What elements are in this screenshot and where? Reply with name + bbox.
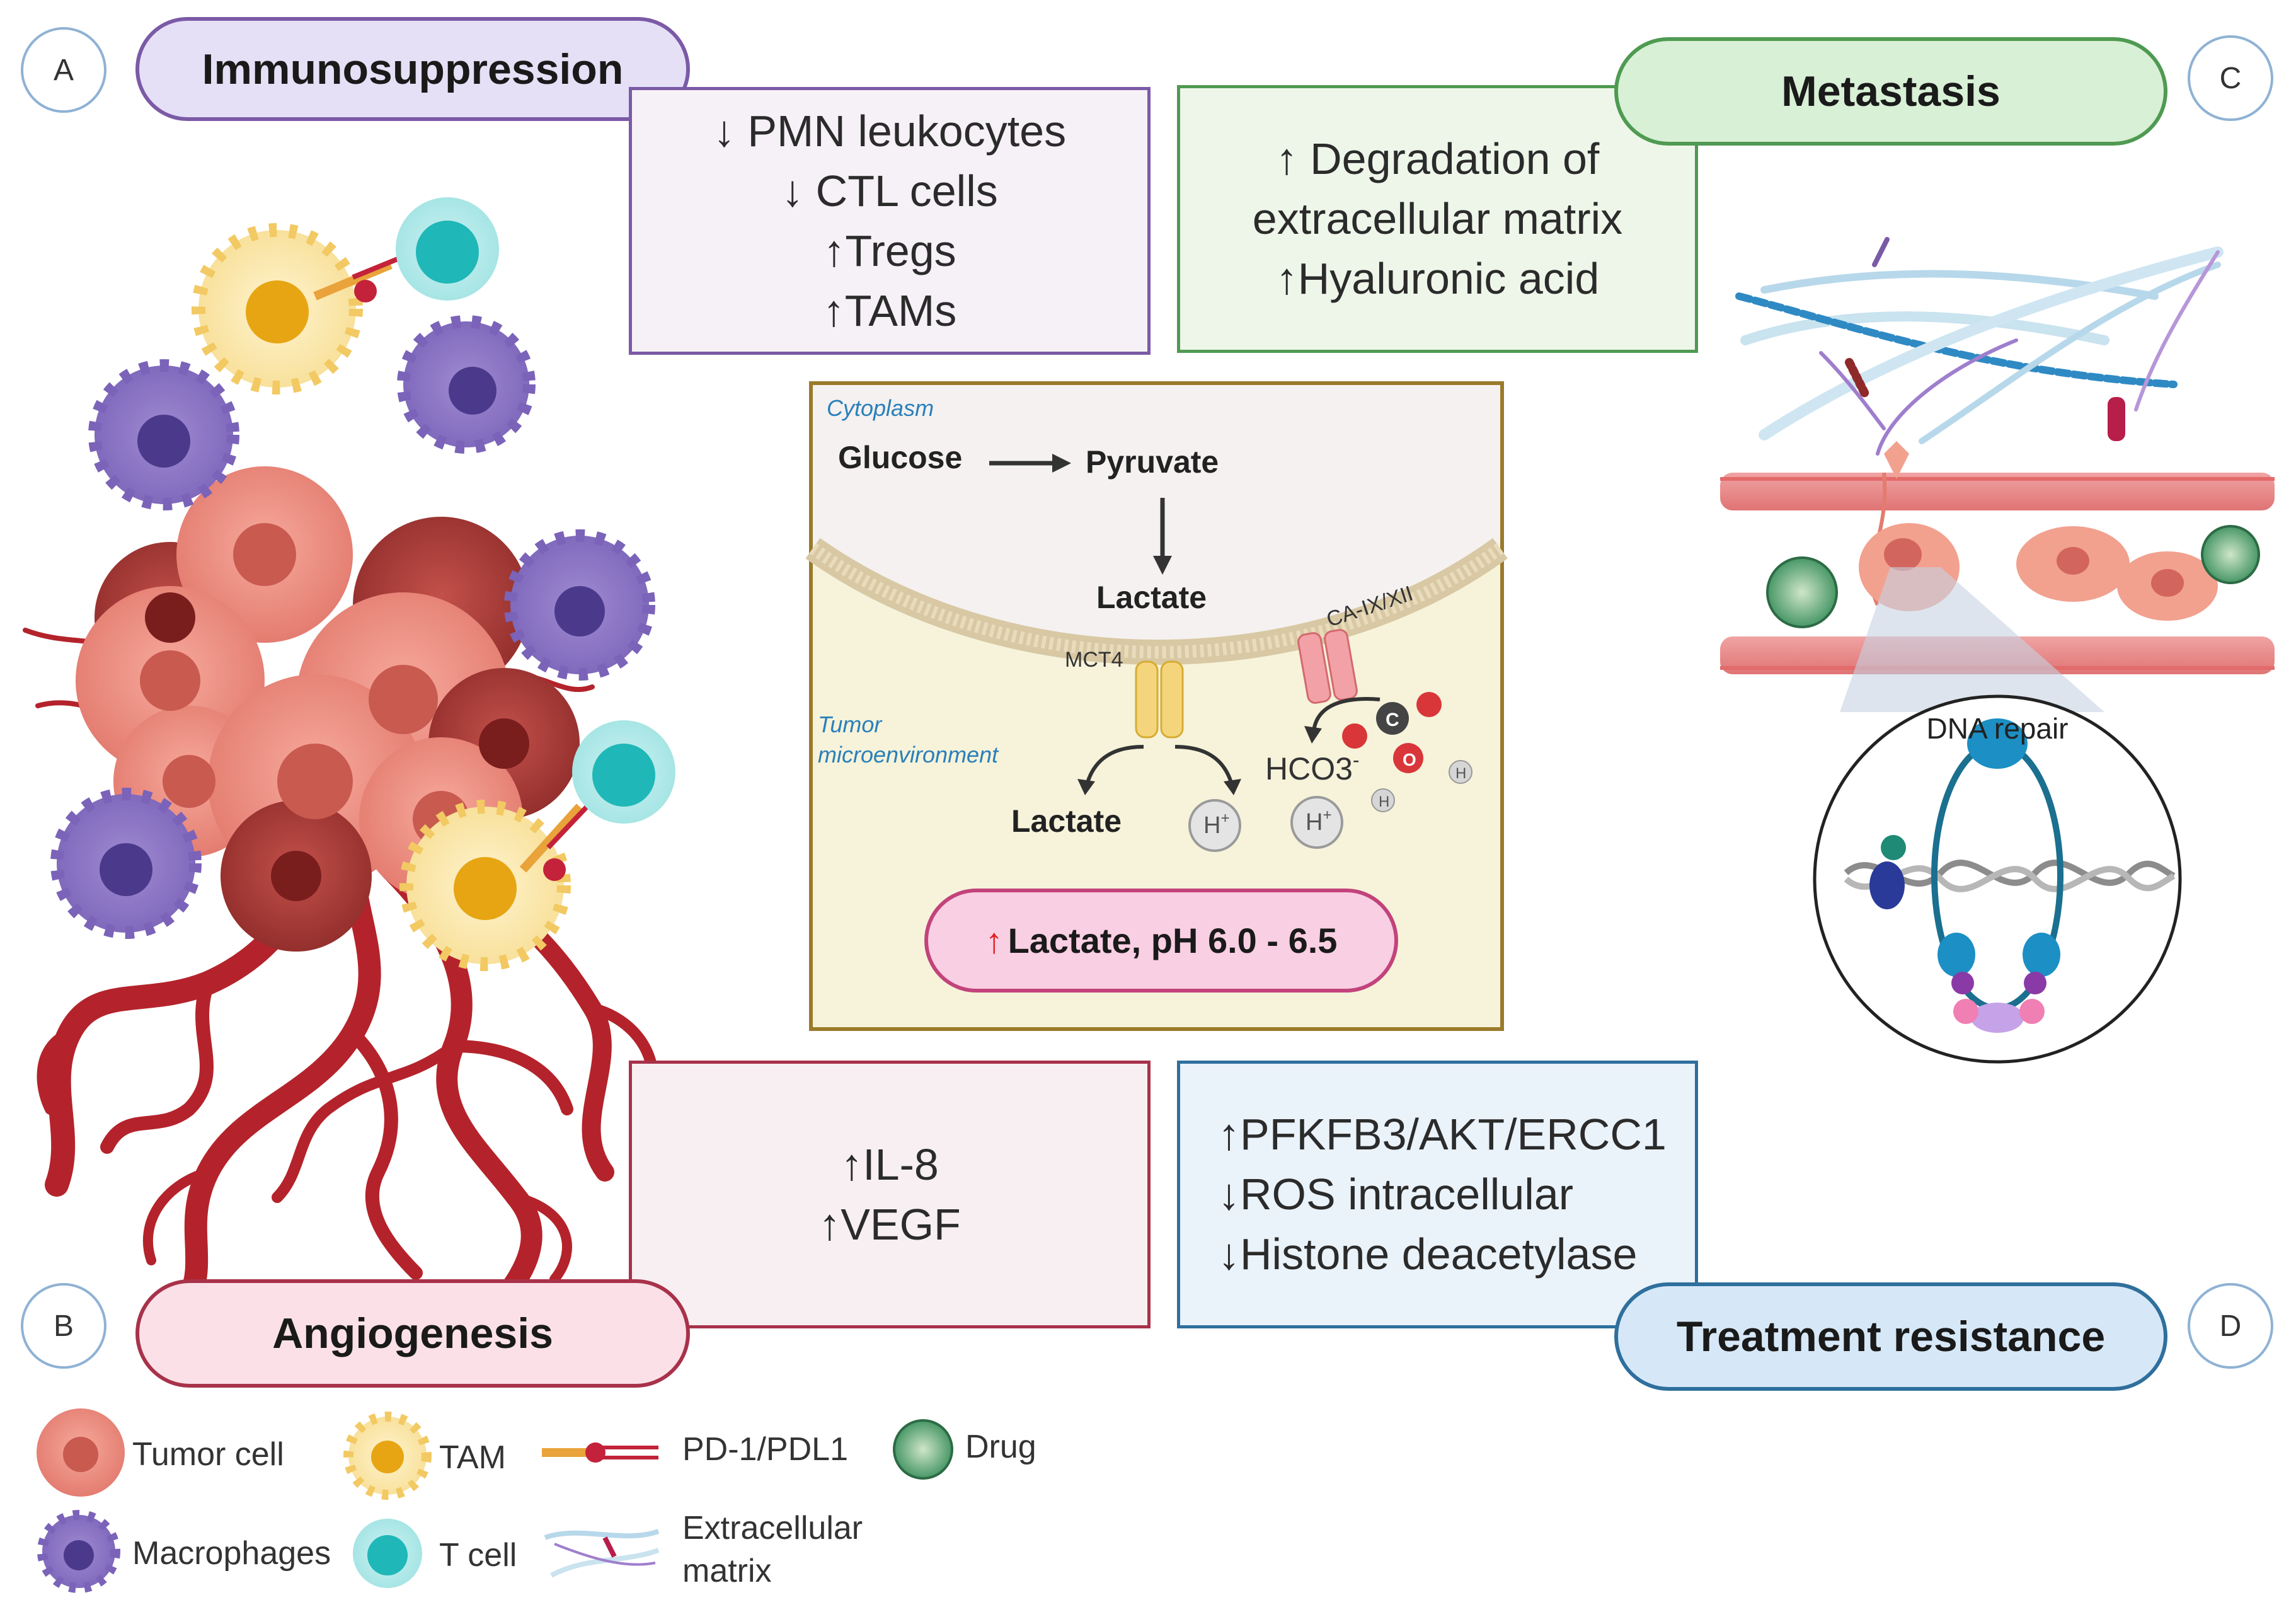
immunosuppression-box: ↓ PMN leukocytes ↓ CTL cells ↑Tregs ↑TAM… [629,87,1151,355]
metastasis-title: Metastasis [1614,37,2167,146]
macrophage-icon [397,315,536,454]
resist-item: ↓Histone deacetylase [1218,1229,1638,1279]
legend-tumor-cell-icon [37,1408,125,1497]
legend-macrophages-label: Macrophages [132,1535,331,1572]
macrophage-icon [504,529,655,681]
angiogenesis-box: ↑IL-8 ↑VEGF [629,1061,1151,1328]
zoom-cone [1840,567,2104,712]
hco3-label: HCO3- [1265,749,1360,786]
water-molecule-icon [1371,743,1472,812]
metastasis-item: ↑Hyaluronic acid [1275,254,1600,303]
t-cell-icon [572,720,675,824]
h-plus-text: H [1306,809,1323,836]
legend-tumor-cell-label: Tumor cell [132,1436,284,1473]
immuno-item: ↓ PMN leukocytes [713,106,1067,156]
mct4-transporter-icon [1135,660,1184,739]
metastasis-item: ↑ Degradation of [1275,134,1600,183]
legend-tam-label: TAM [439,1439,506,1476]
tam-icon [192,223,363,394]
extracellular-matrix [1735,237,2224,456]
lactate-ph-text: Lactate, pH 6.0 - 6.5 [1007,921,1338,960]
angio-item: ↑IL-8 [841,1139,939,1189]
carbon-atom-label: C [1386,710,1399,730]
drug-icon [1766,556,1838,628]
mct4-arrow-heads [1077,779,1241,795]
glucose-to-pyruvate-arrow [989,454,1071,473]
pyruvate-to-lactate-arrow [1153,498,1172,575]
metastasis-item: extracellular matrix [1252,194,1623,243]
h-plus-ion-icon [1290,796,1343,849]
immuno-item: ↑TAMs [822,285,957,335]
panel-c-letter: C [2188,35,2273,121]
h-plus-label: H+ [1203,810,1229,839]
macrophage-icon [50,788,202,939]
legend-t-cell-label: T cell [439,1537,517,1574]
t-cell-icon [396,197,499,301]
h-plus-label: H+ [1306,807,1331,836]
hco3-superscript: - [1353,749,1360,771]
legend-pd1-label: PD-1/PDL1 [682,1431,848,1468]
dna-repair-label: DNA repair [1927,712,2069,745]
tam-icon [399,800,571,971]
resist-item: ↓ROS intracellular [1218,1170,1574,1219]
legend-macrophage-icon [37,1510,120,1593]
lactate-inside-label: Lactate [1096,580,1207,615]
tumor-env-label-line2: microenvironment [818,742,999,768]
immuno-item: ↓ CTL cells [781,166,998,216]
legend-drug-label: Drug [965,1429,1036,1465]
lactate-outside-label: Lactate [1011,803,1122,839]
oxygen-atom-label: O [1403,750,1416,769]
angio-item: ↑VEGF [818,1199,961,1249]
panel-a-letter: A [21,27,106,113]
panel-d-letter: D [2188,1283,2273,1369]
h-plus-text: H [1203,812,1220,839]
legend-t-cell-icon [353,1519,422,1588]
immunosuppression-title: Immunosuppression [135,17,690,121]
immuno-item: ↑Tregs [823,226,956,275]
lactate-ph-summary: ↑ Lactate, pH 6.0 - 6.5 [924,889,1398,993]
ca-to-hco3-arrow [1304,697,1380,744]
pyruvate-label: Pyruvate [1086,444,1219,480]
mct4-outflow-arrows [1085,745,1234,785]
ca-transporter-icon [1297,629,1358,704]
glucose-label: Glucose [838,440,962,475]
metastasis-box: ↑ Degradation of extracellular matrix ↑H… [1177,85,1698,353]
hydrogen-atom-label: H [1455,765,1466,782]
resist-item: ↑PFKFB3/AKT/ERCC1 [1218,1110,1667,1159]
treatment-resistance-box: ↑PFKFB3/AKT/ERCC1 ↓ROS intracellular ↓Hi… [1177,1061,1698,1328]
legend-ecm-icon [544,1529,660,1578]
legend-ecm-label-line2: matrix [682,1553,772,1589]
h-plus-ion-icon [1188,799,1241,852]
h-plus-superscript: + [1323,807,1331,824]
angiogenesis-title: Angiogenesis [135,1279,690,1388]
tumor-env-label-line1: Tumor [818,711,883,737]
dna-repair-inset [1813,694,2182,1064]
cytoplasm-label: Cytoplasm [827,395,934,421]
up-arrow-icon: ↑ [985,921,1003,960]
legend-drug-icon [893,1419,953,1480]
legend-tam-icon [343,1412,432,1500]
macrophage-icon [88,359,239,510]
co2-molecule-icon [1342,692,1442,749]
h-plus-superscript: + [1220,810,1229,827]
panel-b-letter: B [21,1283,106,1369]
drug-icon [2201,525,2260,584]
hco3-text: HCO3 [1265,751,1353,786]
treatment-resistance-title: Treatment resistance [1614,1282,2167,1391]
mct4-label: MCT4 [1065,648,1123,672]
legend-ecm-label-line1: Extracellular [682,1510,863,1546]
hydrogen-atom-label: H [1379,793,1389,810]
legend-pd1-pdl1-icon [542,1442,658,1463]
